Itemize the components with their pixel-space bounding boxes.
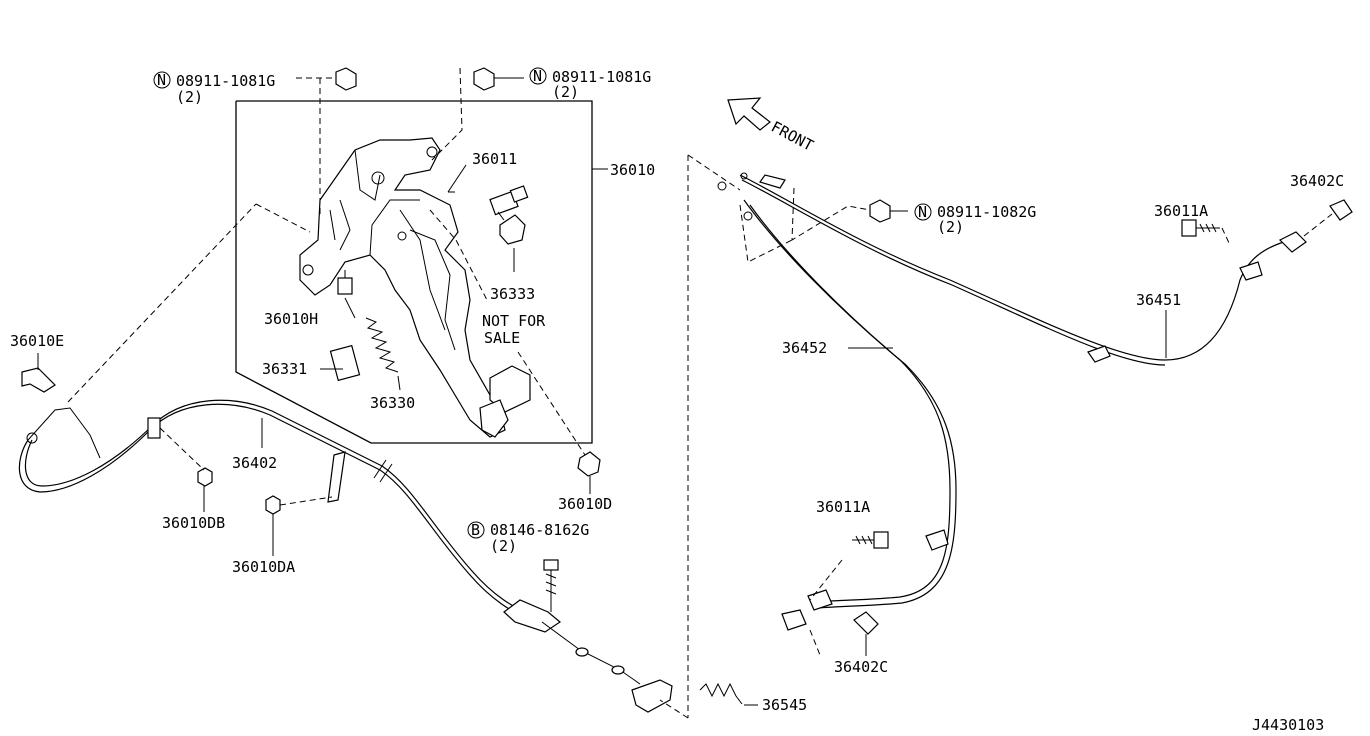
- part-label-36011A: 36011A: [1154, 202, 1208, 220]
- callout-prefix: N: [533, 67, 542, 85]
- cable-bolt-top: [1181, 219, 1220, 237]
- front-label: FRONT: [768, 118, 816, 155]
- part-label-36402C: 36402C: [834, 658, 888, 676]
- part-label-36330: 36330: [370, 394, 415, 412]
- front-cable: [18, 403, 541, 626]
- pivot-bolt: [337, 270, 353, 295]
- part-label-36010D: 36010D: [558, 495, 612, 513]
- bolt-prefix-circle: [467, 521, 485, 539]
- part-label-36545: 36545: [762, 696, 807, 714]
- pedal-assembly-group: [235, 67, 608, 456]
- cable-clip-d: [577, 451, 601, 477]
- top-nuts-group: [296, 67, 524, 91]
- rear-cable-right: [739, 174, 1291, 361]
- not-for-sale-line2: SALE: [484, 329, 520, 347]
- clamp-nut-da: [265, 495, 281, 515]
- pivot-hole: [397, 231, 407, 241]
- callout-prefix: N: [918, 203, 927, 221]
- callout-part-number: 08911-1082G: [937, 203, 1036, 221]
- callout-part-number: 08911-1081G: [552, 68, 651, 86]
- part-label-36331: 36331: [262, 360, 307, 378]
- part-label-36011: 36011: [472, 150, 517, 168]
- bracket-hole: [371, 171, 385, 185]
- bracket-bolt: [543, 559, 559, 612]
- nut-prefix-circle: [153, 71, 171, 89]
- part-label-36402C: 36402C: [1290, 172, 1344, 190]
- assembly-frame: [235, 100, 593, 444]
- part-label-36010: 36010: [610, 161, 655, 179]
- part-label-36010DB: 36010DB: [162, 514, 225, 532]
- callout-part-number: 08146-8162G: [490, 521, 589, 539]
- cable-cap-top: [1329, 199, 1353, 221]
- cable-bolt-bottom: [852, 531, 889, 549]
- front-arrow: [727, 97, 771, 131]
- part-label-36010E: 36010E: [10, 332, 64, 350]
- cable-clip: [21, 367, 56, 393]
- nut-center: [473, 67, 495, 91]
- pedal-bracket: [299, 137, 506, 438]
- clamp-nut: [197, 467, 213, 487]
- cable-cap-bottom: [853, 611, 879, 635]
- bracket-hole: [426, 146, 438, 158]
- front-cable-group: [18, 203, 758, 713]
- pedal-stopper: [499, 214, 526, 245]
- bracket-hole: [302, 264, 314, 276]
- not-for-sale-line1: NOT FOR: [482, 312, 546, 330]
- equalizer-spring: [699, 682, 743, 705]
- callout-prefix: B: [471, 521, 480, 539]
- callout-qty: (2): [937, 218, 964, 236]
- nut-prefix-circle: [529, 67, 547, 85]
- nut-left: [335, 67, 357, 91]
- part-label-36452: 36452: [782, 339, 827, 357]
- callout-qty: (2): [176, 88, 203, 106]
- part-label-36451: 36451: [1136, 291, 1181, 309]
- rear-cable-left: [743, 199, 951, 603]
- nut-prefix-circle: [914, 203, 932, 221]
- return-spring: [365, 317, 399, 373]
- callout-part-number: 08911-1081G: [176, 72, 275, 90]
- callout-prefix: N: [157, 71, 166, 89]
- part-label-36402: 36402: [232, 454, 277, 472]
- pedal-switch: [489, 185, 529, 221]
- nut-right: [869, 199, 891, 223]
- part-label-36010H: 36010H: [264, 310, 318, 328]
- equalizer: [631, 679, 673, 713]
- spring-bushing: [329, 344, 361, 382]
- part-label-36011A: 36011A: [816, 498, 870, 516]
- part-label-36333: 36333: [490, 285, 535, 303]
- diagram-id: J4430103: [1252, 716, 1324, 734]
- rear-cables-group: [659, 97, 1353, 719]
- callout-qty: (2): [552, 83, 579, 101]
- part-label-36010DA: 36010DA: [232, 558, 295, 576]
- callout-qty: (2): [490, 537, 517, 555]
